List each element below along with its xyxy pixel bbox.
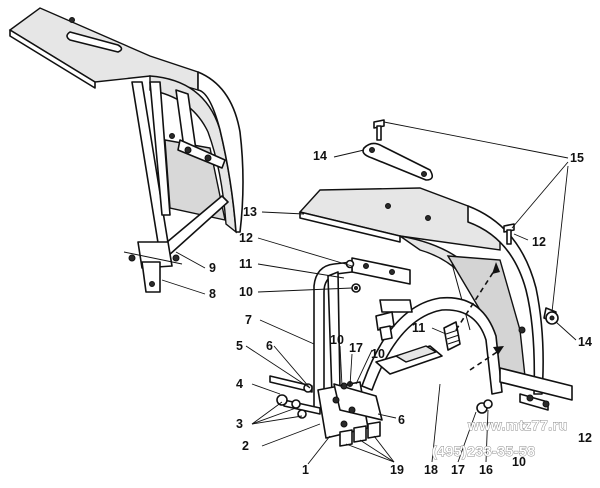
callout-6-right: 6	[398, 413, 405, 427]
callout-12-left: 12	[239, 231, 253, 245]
callout-10-bottom: 10	[512, 455, 526, 469]
callout-18: 18	[424, 463, 438, 477]
watermark-phone: (495)233-35-58	[432, 443, 536, 459]
callout-4: 4	[236, 377, 243, 391]
callout-15: 15	[570, 151, 584, 165]
callout-10-right: 10	[371, 347, 385, 361]
callout-13: 13	[243, 205, 257, 219]
callout-19: 19	[390, 463, 404, 477]
callout-16: 16	[479, 463, 493, 477]
callout-14-top: 14	[313, 149, 327, 163]
callout-17-bottom: 17	[451, 463, 465, 477]
callout-10-left: 10	[239, 285, 253, 299]
assembled-fender	[8, 7, 244, 293]
callout-9: 9	[209, 261, 216, 275]
exploded-fender	[269, 119, 573, 447]
watermark: www.mtz77.ru (495)233-35-58	[432, 417, 568, 460]
callout-5: 5	[236, 339, 243, 353]
watermark-site: www.mtz77.ru	[467, 417, 568, 433]
callout-labels: 9 8 14 15 13 12 12 11 10 11 14 7 10 17 1…	[209, 149, 592, 477]
callout-17-mid: 17	[349, 341, 363, 355]
callout-14-right: 14	[578, 335, 592, 349]
leader-lines	[161, 121, 577, 465]
callout-12-bottom: 12	[578, 431, 592, 445]
callout-11-left: 11	[239, 257, 252, 271]
callout-11-mid: 11	[412, 321, 425, 335]
callout-1: 1	[302, 463, 309, 477]
callout-12-right: 12	[532, 235, 546, 249]
callout-6-left: 6	[266, 339, 273, 353]
callout-2: 2	[242, 439, 249, 453]
callout-3: 3	[236, 417, 243, 431]
callout-10-mid: 10	[330, 333, 344, 347]
callout-8: 8	[209, 287, 216, 301]
callout-7: 7	[245, 313, 252, 327]
